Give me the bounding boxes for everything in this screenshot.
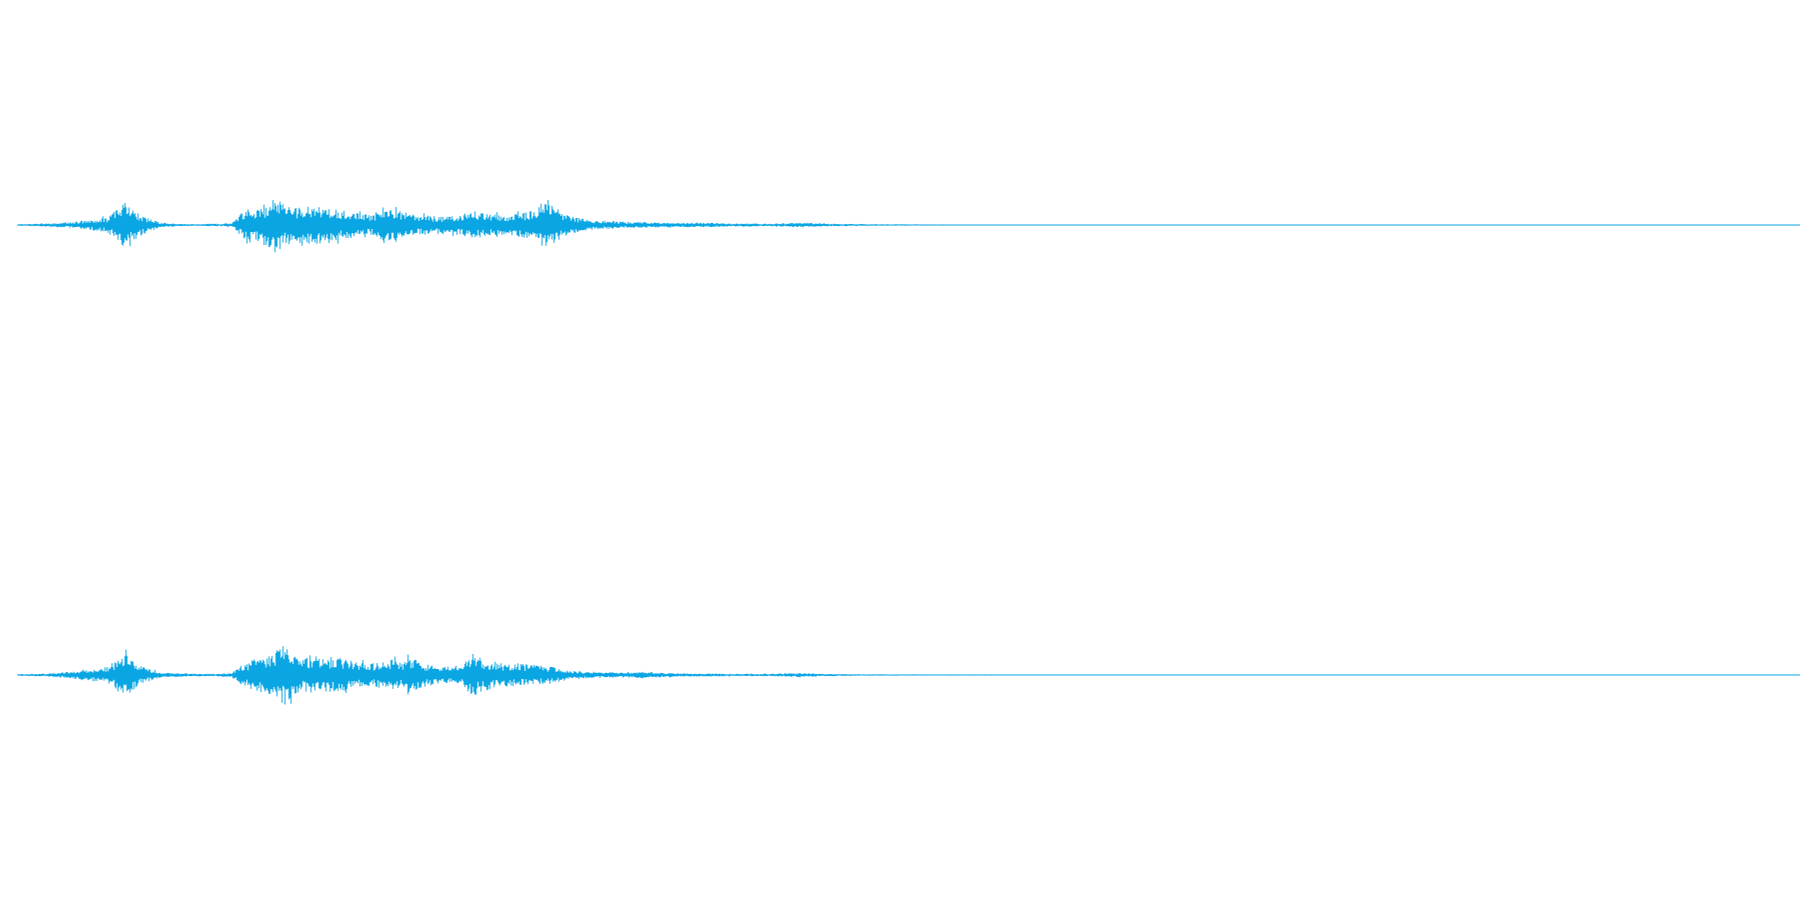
waveform-signal xyxy=(17,200,1226,253)
waveform-channel-top xyxy=(17,200,1800,253)
waveform-signal xyxy=(17,646,1244,705)
waveform-channel-bottom xyxy=(17,646,1800,705)
